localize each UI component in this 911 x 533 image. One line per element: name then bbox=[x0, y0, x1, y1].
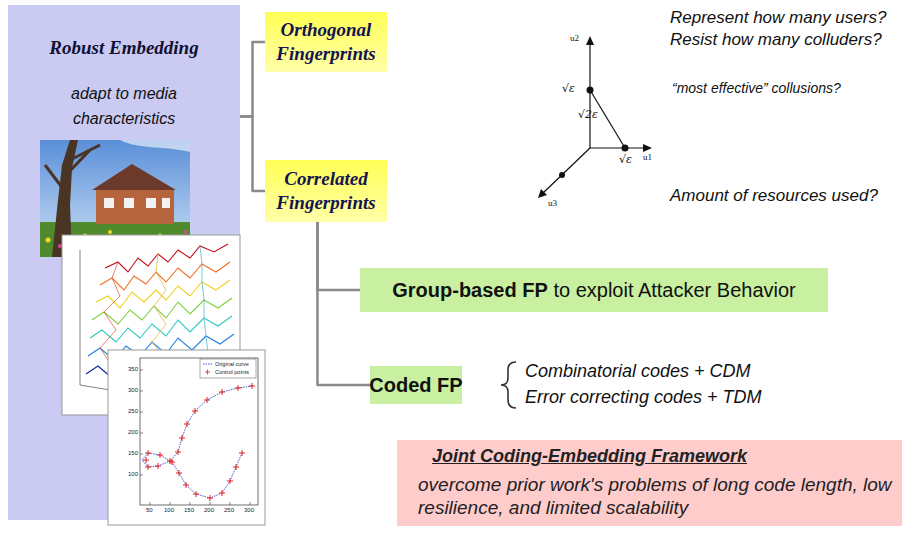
axis-label: u2 bbox=[570, 33, 579, 43]
tick-label: 200 bbox=[204, 507, 214, 513]
tick-label: 200 bbox=[126, 429, 138, 435]
curly-brace bbox=[501, 362, 516, 408]
fingerprint-box: Correlated Fingerprints bbox=[265, 160, 387, 222]
question-text: Represent how many users? bbox=[670, 8, 886, 28]
box-title: Coded FP bbox=[369, 374, 462, 397]
vector-length: √2ε bbox=[578, 108, 598, 121]
bracket-connector bbox=[240, 117, 265, 192]
side-panel: Robust Embedding adapt to media character… bbox=[8, 5, 240, 520]
legend-text: Control points bbox=[215, 369, 249, 375]
bracket-connector bbox=[317, 222, 360, 290]
code-scheme: Combinatorial codes + CDM bbox=[525, 361, 751, 382]
bracket-connector bbox=[240, 42, 265, 117]
box-title: Orthogonal Fingerprints bbox=[271, 18, 381, 66]
tick-label: 250 bbox=[224, 507, 234, 513]
tick-label: 150 bbox=[184, 507, 194, 513]
tick-label: 350 bbox=[126, 366, 138, 372]
fingerprint-box: Orthogonal Fingerprints bbox=[265, 12, 387, 72]
question-text: “most effective” collusions? bbox=[672, 80, 841, 96]
framework-body: overcome prior work's problems of long c… bbox=[418, 473, 902, 519]
tick-label: 50 bbox=[146, 507, 153, 513]
panel-heading: Robust Embedding bbox=[49, 37, 198, 59]
box-title: Correlated Fingerprints bbox=[271, 167, 381, 215]
framework-box: Joint Coding-Embedding Framework overcome… bbox=[397, 440, 902, 526]
tick-label: 100 bbox=[164, 507, 174, 513]
curve-plot bbox=[108, 350, 265, 525]
tick-label: 300 bbox=[126, 387, 138, 393]
box-title: Group-based FP bbox=[392, 279, 548, 302]
axis-label: u3 bbox=[548, 198, 557, 208]
question-text: Resist how many colluders? bbox=[670, 30, 882, 50]
tick-label: 150 bbox=[126, 450, 138, 456]
tick-label: 250 bbox=[126, 408, 138, 414]
vector-axes bbox=[542, 42, 646, 194]
vector-length: √ε bbox=[562, 82, 575, 95]
panel-subtitle: adapt to media characteristics bbox=[49, 81, 199, 131]
vector-length: √ε bbox=[619, 153, 632, 166]
tick-label: 100 bbox=[126, 471, 138, 477]
axis-arrowheads bbox=[538, 36, 652, 198]
tick-label: 300 bbox=[244, 507, 254, 513]
approach-box: Group-based FPto exploit Attacker Behavi… bbox=[360, 268, 828, 312]
framework-heading: Joint Coding-Embedding Framework bbox=[432, 446, 747, 467]
question-text: Amount of resources used? bbox=[670, 186, 878, 206]
axis-label: u1 bbox=[643, 152, 652, 162]
legend-text: Original curve bbox=[215, 361, 249, 367]
code-scheme: Error correcting codes + TDM bbox=[525, 387, 762, 408]
approach-box: Coded FP bbox=[370, 366, 462, 404]
box-subtitle: to exploit Attacker Behavior bbox=[553, 279, 795, 302]
